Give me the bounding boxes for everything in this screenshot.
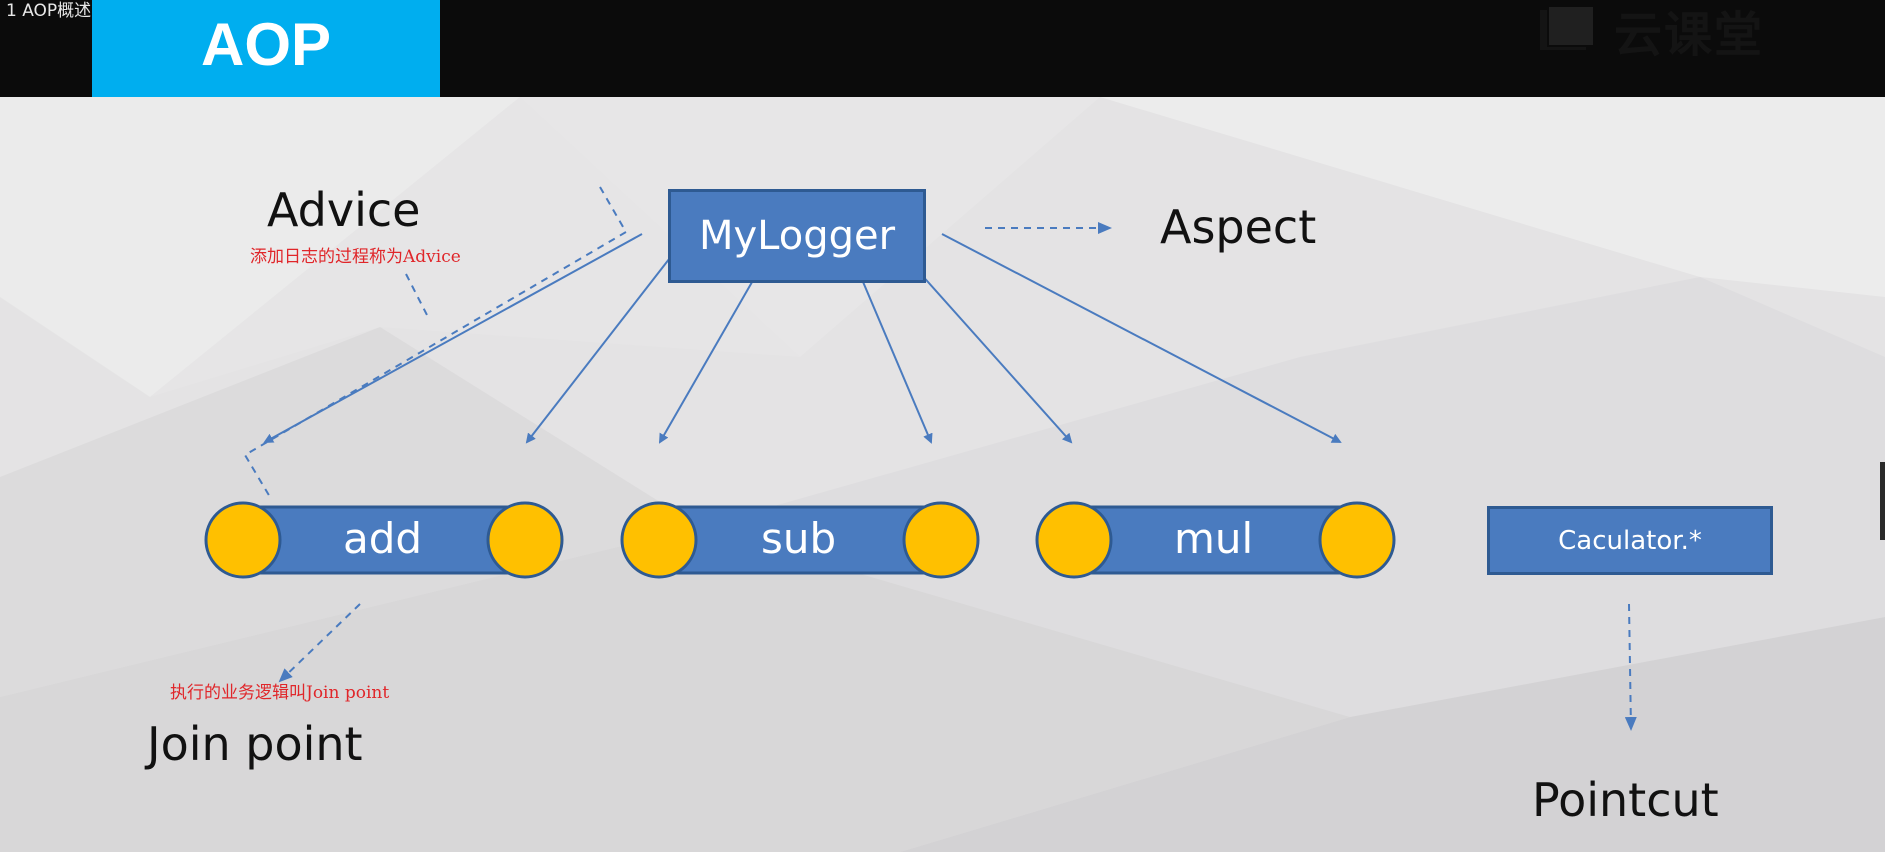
pointcut-label: Pointcut — [1532, 773, 1719, 827]
side-scroll-indicator[interactable] — [1880, 462, 1885, 540]
method-sub-group — [620, 501, 980, 579]
sub-after-joinpoint — [902, 501, 980, 579]
aspect-label: Aspect — [1160, 200, 1317, 254]
diagram-connectors — [204, 186, 1637, 731]
joinpoint-label: Join point — [147, 717, 363, 771]
joinpoint-note: 执行的业务逻辑叫Join point — [170, 683, 390, 703]
method-add-group — [204, 501, 564, 579]
slide-title-text: AOP — [200, 11, 332, 78]
mul-after-joinpoint — [1318, 501, 1396, 579]
slide-title: AOP — [92, 0, 440, 97]
book-logo-icon — [1540, 5, 1595, 50]
logo-text: 云课堂 — [1614, 7, 1765, 63]
method-mul-group — [1035, 501, 1396, 579]
arrow-to-sub-before — [659, 262, 764, 444]
yunketang-logo: 云课堂 — [1538, 0, 1764, 63]
method-mul-label: mul — [1174, 514, 1254, 563]
mylogger-label: MyLogger — [698, 213, 896, 259]
pointcut-dashed-arrow — [1624, 603, 1637, 731]
arrow-to-mul-after — [941, 233, 1342, 443]
mul-before-joinpoint — [1035, 501, 1113, 579]
method-sub-label: sub — [761, 514, 837, 563]
arrow-to-add-before — [263, 233, 643, 443]
slide-canvas: MyLogger Aspect Advice 添加日志的过程称为Advice a… — [0, 97, 1885, 852]
joinpoint-dashed-arrow — [278, 603, 361, 683]
pointcut-box-label: Caculator.* — [1558, 525, 1702, 556]
advice-label: Advice — [267, 183, 421, 237]
video-file-name: 1 AOP概述.flv — [6, 1, 118, 21]
diagram-background — [0, 97, 1885, 852]
arrow-to-sub-after — [854, 262, 933, 444]
advice-bracket-tick — [405, 273, 429, 318]
add-before-joinpoint — [204, 501, 282, 579]
mylogger-box: MyLogger — [668, 189, 926, 283]
method-add-label: add — [343, 514, 423, 563]
pointcut-box: Caculator.* — [1487, 506, 1773, 575]
advice-note: 添加日志的过程称为Advice — [250, 247, 461, 267]
sub-before-joinpoint — [620, 501, 698, 579]
arrow-to-mul-before — [902, 253, 1073, 444]
add-after-joinpoint — [486, 501, 564, 579]
arrow-to-add-after — [525, 253, 674, 444]
